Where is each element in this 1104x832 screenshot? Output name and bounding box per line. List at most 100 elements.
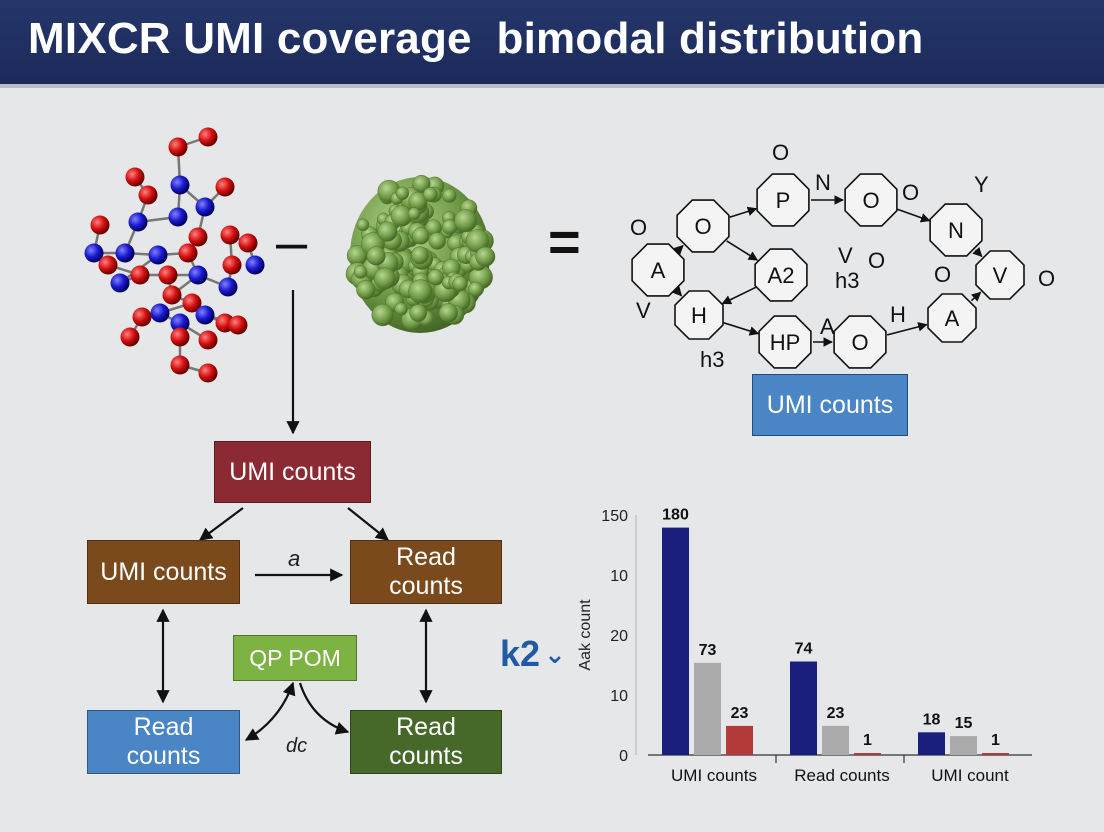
molecule-atom-red — [162, 285, 182, 305]
network-annotation: O — [772, 140, 789, 165]
flow-box-bottom-left-read-counts: Read counts — [87, 710, 240, 774]
chart-data-label: 74 — [795, 641, 813, 658]
flow-box-center-qp-pom: QP POM — [233, 635, 357, 681]
molecule-atom-red — [188, 227, 208, 247]
network-node-label: P — [776, 188, 791, 213]
protein-blob-bump — [454, 209, 478, 233]
protein-blob-bump — [366, 246, 386, 266]
network-edge — [886, 322, 928, 336]
molecule-atom-red — [238, 233, 258, 253]
chart-data-label: 15 — [955, 715, 973, 732]
molecule-atom-red — [168, 137, 188, 157]
network-node-ring — [631, 243, 685, 297]
chart-data-label: 1 — [991, 732, 1000, 749]
flow-box-right-read-counts: Read counts — [350, 540, 502, 604]
page-title: MIXCR UMI coverage bimodal distribution — [28, 14, 924, 63]
network-edge — [723, 322, 760, 336]
protein-blob-bump — [410, 246, 429, 265]
molecule-atom-red — [198, 330, 218, 350]
flow-box-left-umi-counts: UMI counts — [87, 540, 240, 604]
header-bar: MIXCR UMI coverage bimodal distribution — [0, 0, 1104, 88]
protein-blob-bump — [407, 207, 421, 221]
chart-bar — [694, 662, 721, 755]
molecule-atom-red — [178, 243, 198, 263]
molecule-atom-blue — [148, 245, 168, 265]
molecule-atom-blue — [150, 303, 170, 323]
molecule-atom-blue — [168, 207, 188, 227]
chart-y-axis-title: Aak count — [577, 599, 594, 671]
network-edge — [970, 291, 982, 302]
molecule-atom-red — [170, 327, 190, 347]
network-annotation: O — [902, 180, 919, 205]
network-edge — [672, 286, 683, 297]
molecule-atom-red — [125, 167, 145, 187]
chart-data-label: 23 — [731, 705, 749, 722]
chart-bar — [726, 725, 753, 755]
network-node-ring — [929, 203, 983, 257]
network-annotation: Y — [974, 172, 989, 197]
protein-blob-bump — [452, 276, 468, 292]
chart-data-label: 73 — [699, 642, 717, 659]
chart-y-tick-label: 20 — [610, 628, 628, 645]
molecule-atom-red — [215, 177, 235, 197]
protein-blob-bump — [468, 281, 484, 297]
equals-symbol: = — [548, 210, 581, 273]
molecule-atom-blue — [128, 212, 148, 232]
molecule-atom-red — [98, 255, 118, 275]
arrow-center-to-bottom-left — [244, 681, 296, 741]
umi-counts-label-box: UMI counts — [752, 374, 908, 436]
network-node-ring — [844, 173, 898, 227]
molecule-illustration — [84, 127, 265, 383]
protein-blob-bump — [475, 246, 496, 267]
chart-y-tick-label: 10 — [610, 688, 628, 705]
molecule-atom-blue — [218, 277, 238, 297]
molecule-atom-red — [198, 127, 218, 147]
chart-bar — [822, 725, 849, 755]
minus-symbol: – — [276, 210, 308, 273]
network-edge — [673, 244, 684, 256]
protein-blob-bump — [427, 269, 444, 286]
protein-blob-bump — [442, 188, 457, 203]
chart-data-label: 180 — [662, 507, 689, 524]
chevron-down-icon: ⌄ — [544, 639, 566, 669]
k2-label: k2⌄ — [500, 634, 566, 674]
molecule-atom-blue — [84, 243, 104, 263]
chart-category-label: UMI counts — [671, 766, 757, 785]
protein-blob-bump — [371, 303, 394, 327]
network-edge — [721, 286, 757, 305]
network-edge — [729, 206, 758, 219]
network-edge — [972, 246, 983, 258]
molecule-atom-red — [158, 265, 178, 285]
protein-blob-bump — [428, 232, 446, 250]
network-annotation: O — [868, 248, 885, 273]
molecule-atom-blue — [170, 175, 190, 195]
molecule-atom-red — [130, 265, 150, 285]
arrow-top-to-left — [198, 507, 244, 541]
network-annotation: h3 — [700, 347, 724, 372]
molecule-atom-red — [170, 355, 190, 375]
network-node-ring — [927, 293, 977, 343]
network-annotation: A — [820, 314, 835, 339]
molecule-atom-blue — [188, 265, 208, 285]
molecule-atom-blue — [110, 273, 130, 293]
network-annotation: N — [815, 170, 831, 195]
protein-blob-bump — [422, 187, 438, 202]
edge-label-a: a — [288, 546, 301, 571]
chart-category-label: UMI count — [931, 766, 1009, 785]
chart-data-label: 23 — [827, 705, 845, 722]
network-annotation: h3 — [835, 268, 859, 293]
network-edge — [897, 208, 931, 223]
molecule-atom-blue — [170, 313, 190, 333]
molecule-atom-red — [138, 185, 158, 205]
protein-blob-bump — [409, 304, 428, 322]
chart-y-tick-label: 10 — [610, 568, 628, 585]
chart-data-label: 1 — [863, 732, 872, 749]
k2-text: k2 — [500, 633, 541, 674]
network-node-label: A2 — [768, 263, 795, 288]
network-annotation: V — [636, 298, 651, 323]
network-node-ring — [754, 248, 808, 302]
chart-bar — [918, 732, 945, 755]
chart-bar — [950, 736, 977, 755]
edge-label-dc: dc — [286, 735, 308, 757]
